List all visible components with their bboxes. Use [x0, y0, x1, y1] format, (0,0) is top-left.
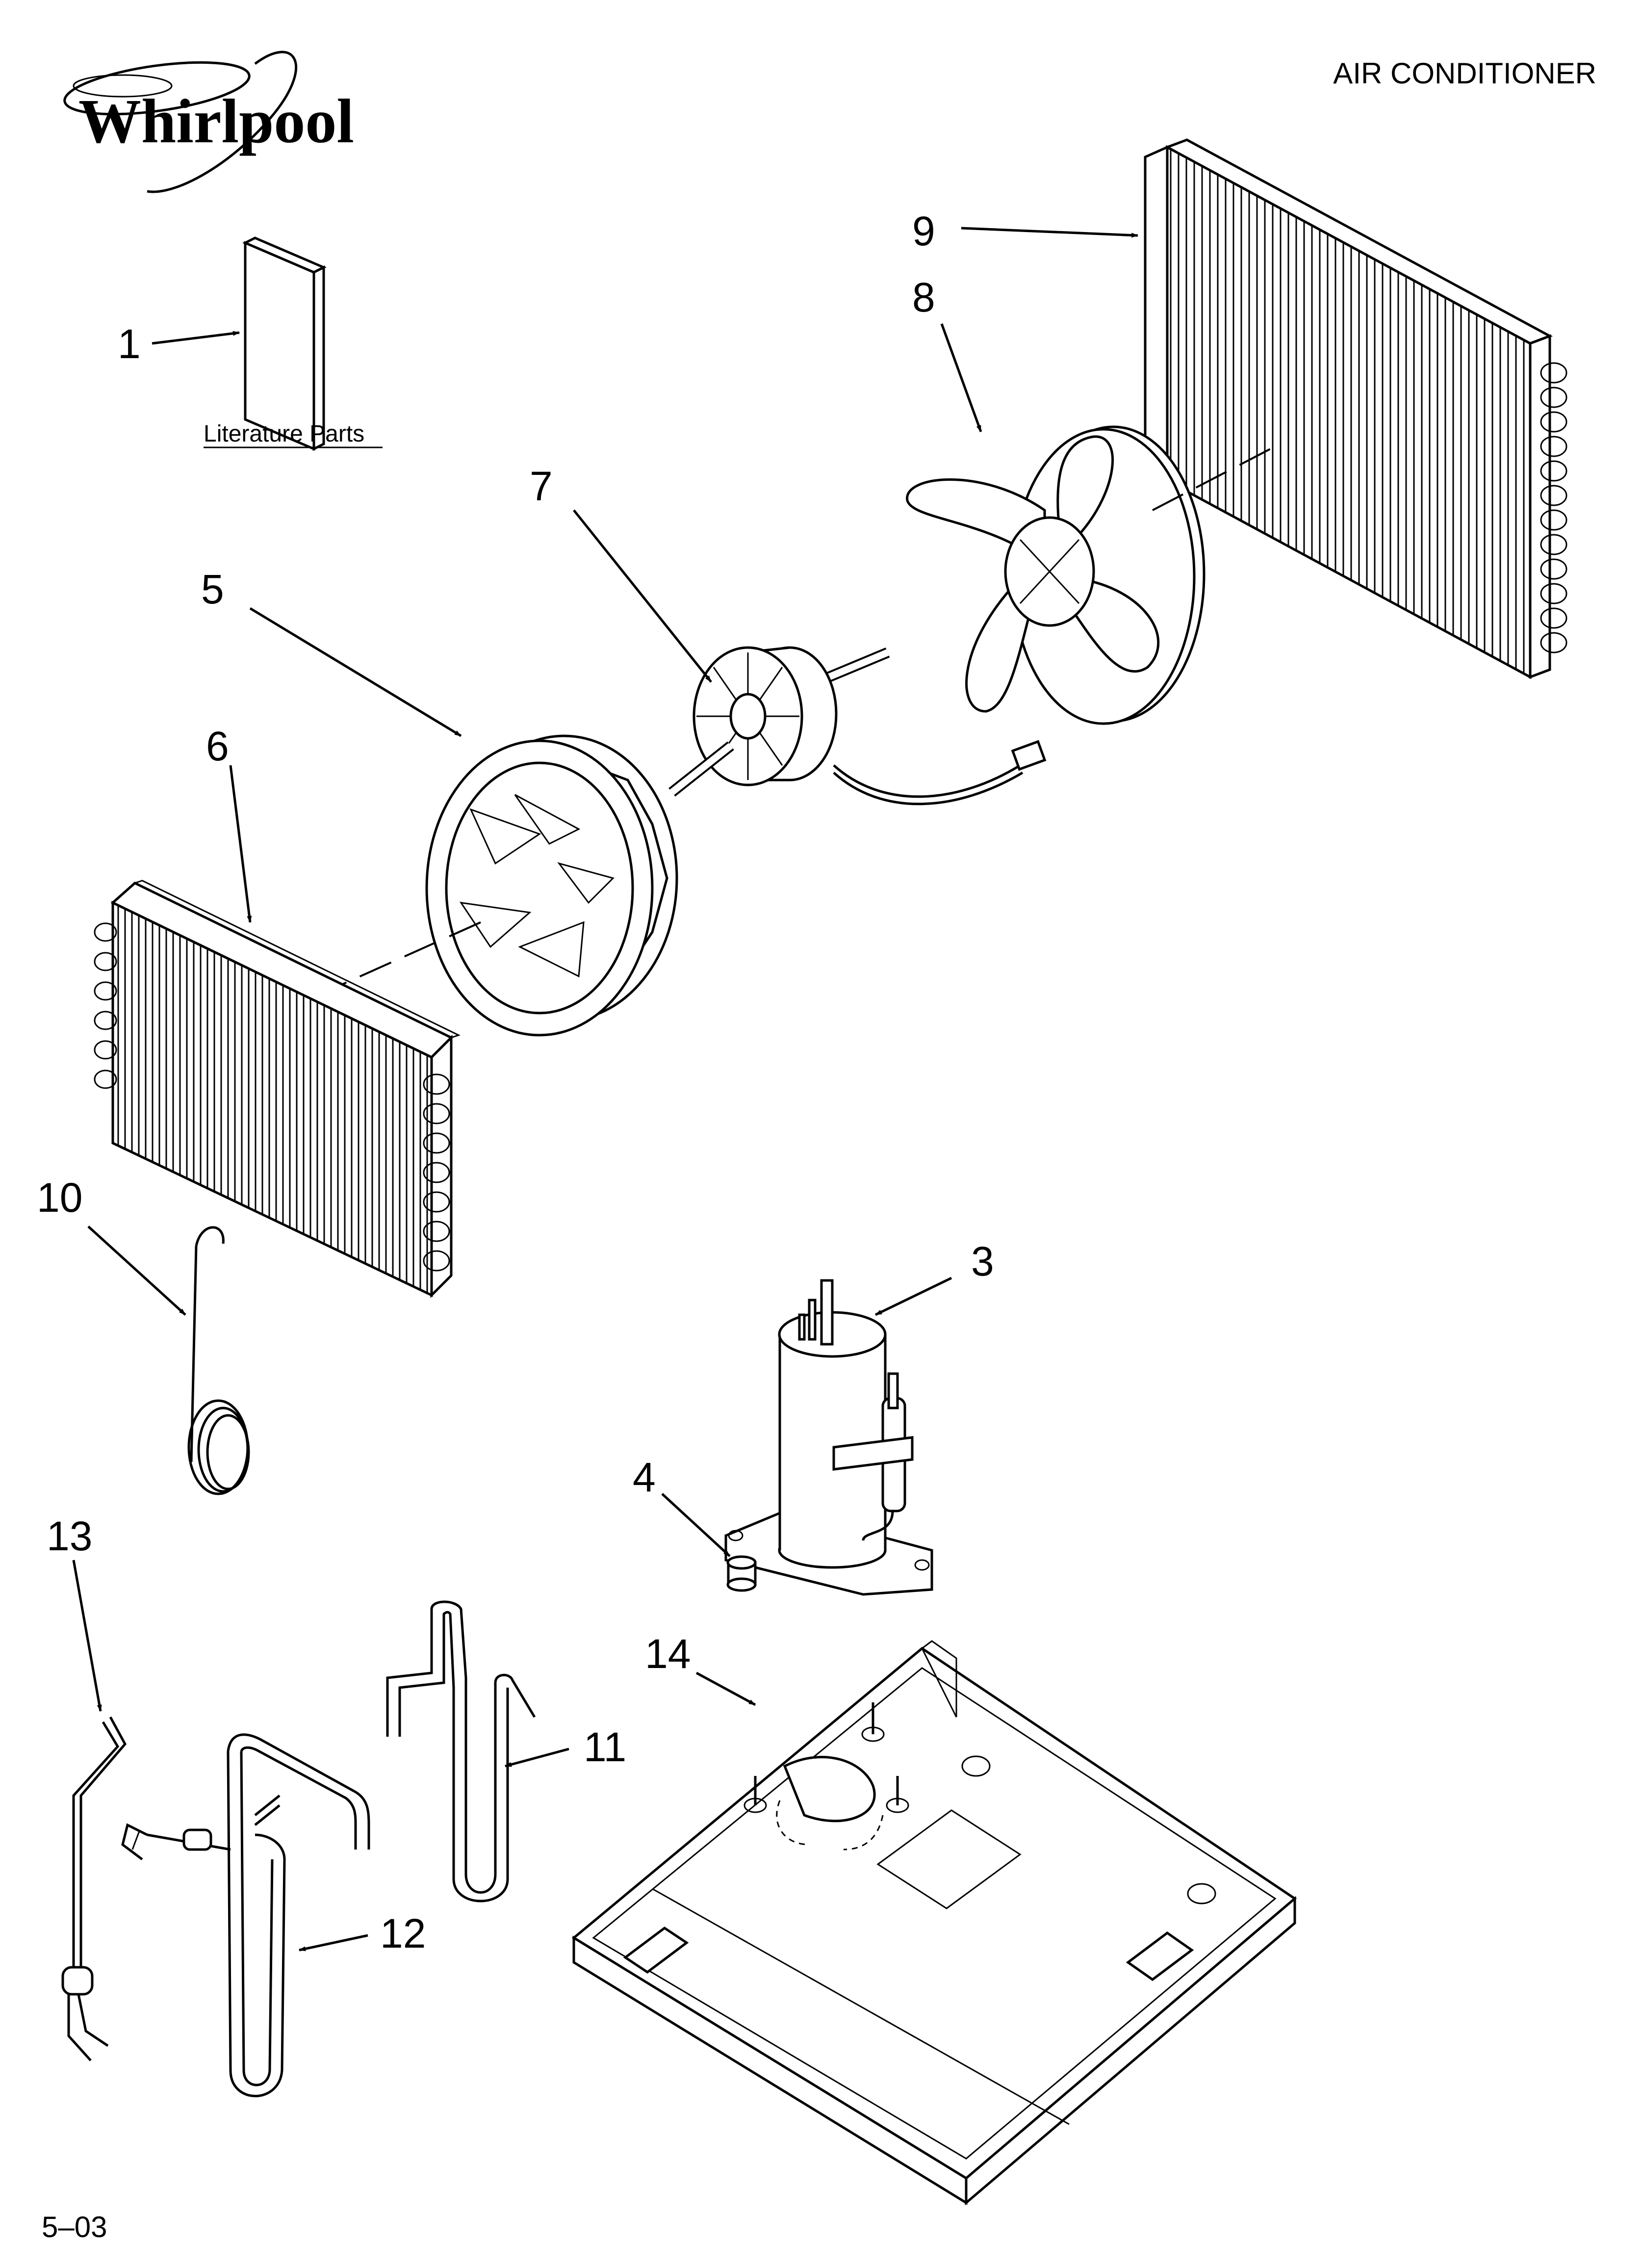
callout-13: 13: [47, 1513, 92, 1559]
evaporator-coil-icon: [94, 880, 461, 1299]
leader-line-13: [72, 1560, 102, 1712]
callout-5: 5: [201, 566, 224, 612]
capillary-tube-icon: [187, 1226, 250, 1495]
callout-12: 12: [380, 1910, 426, 1956]
leader-line-1: [152, 331, 240, 345]
fan-blade-icon: [906, 425, 1206, 725]
callout-9: 9: [912, 208, 935, 254]
callout-10: 10: [37, 1174, 82, 1221]
leader-line-11: [505, 1747, 569, 1768]
leader-line-7: [573, 509, 712, 683]
base-pan-icon: [571, 1640, 1297, 2206]
literature-caption: Literature Parts: [204, 421, 364, 447]
callout-3: 3: [971, 1238, 994, 1284]
condenser-coil-icon: [1144, 138, 1567, 679]
callout-4: 4: [633, 1454, 656, 1500]
leader-line-12: [299, 1934, 368, 1952]
fan-motor-icon: [668, 646, 1047, 806]
blower-wheel-icon: [425, 734, 678, 1037]
callout-6: 6: [206, 723, 229, 769]
callout-1: 1: [118, 321, 141, 367]
assembly-axis-5-6: [338, 921, 481, 987]
leader-line-4: [661, 1493, 731, 1557]
capillary-assembly-icon: [61, 1716, 127, 2061]
leader-line-10: [87, 1225, 186, 1316]
callout-7: 7: [530, 463, 553, 509]
callout-14: 14: [645, 1631, 691, 1677]
callout-8: 8: [912, 274, 935, 320]
grommet-icon: [726, 1555, 757, 1592]
logo-wordmark: Whirlpool: [78, 86, 354, 156]
whirlpool-logo: Whirlpool: [63, 51, 354, 193]
suction-tube-icon: [121, 1733, 370, 2097]
leader-line-3: [874, 1277, 952, 1316]
page-code: 5–03: [42, 2211, 107, 2243]
callout-11: 11: [584, 1724, 626, 1770]
document-title: AIR CONDITIONER: [1333, 57, 1596, 90]
leader-line-5: [249, 607, 462, 737]
discharge-tube-icon: [386, 1600, 536, 1903]
compressor-icon: [724, 1279, 933, 1596]
leader-line-6: [229, 765, 252, 923]
leader-line-9: [961, 227, 1138, 238]
assembly-axis-8-9: [1152, 445, 1276, 511]
leader-line-14: [695, 1671, 756, 1706]
literature-booklet-icon: [242, 236, 327, 451]
leader-line-8: [940, 323, 982, 432]
